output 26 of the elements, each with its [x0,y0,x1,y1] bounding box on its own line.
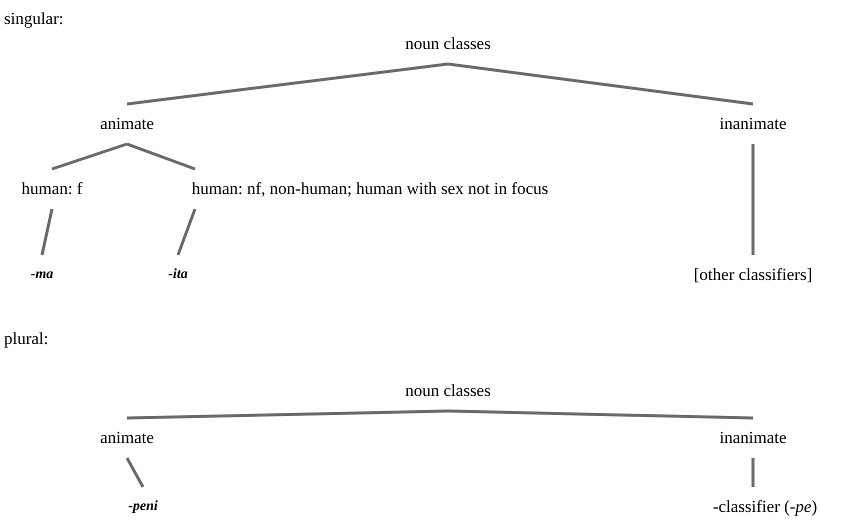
category-label: animate [100,418,154,458]
tree-branch-line [40,208,54,256]
section-label: plural: [4,328,48,350]
tree-branch-line [752,144,754,255]
category-label: -classifier (-pe) [712,487,818,522]
category-label: noun classes [405,24,491,64]
category-label: human: nf, non-human; human with sex not in focus [192,169,548,209]
tree-branch-line [126,457,144,488]
category-label: inanimate [719,104,787,144]
category-label: inanimate [719,418,787,458]
category-label: human: f [22,169,82,209]
section-label: singular: [4,8,64,30]
tree-branch-line [752,458,754,487]
morpheme-label: -ma [30,255,54,295]
tree-branch-line [126,410,448,420]
tree-branch-line [52,142,128,170]
morpheme-label: -peni [128,487,158,522]
category-label: animate [100,104,154,144]
category-label: noun classes [405,371,491,411]
tree-branch-line [176,208,196,256]
tree-branch-line [448,410,754,420]
tree-branch-line [448,62,754,106]
category-label: [other classifiers] [694,255,812,295]
morpheme-label: -ita [168,255,188,295]
tree-branch-line [126,142,196,170]
tree-branch-line [126,62,448,106]
